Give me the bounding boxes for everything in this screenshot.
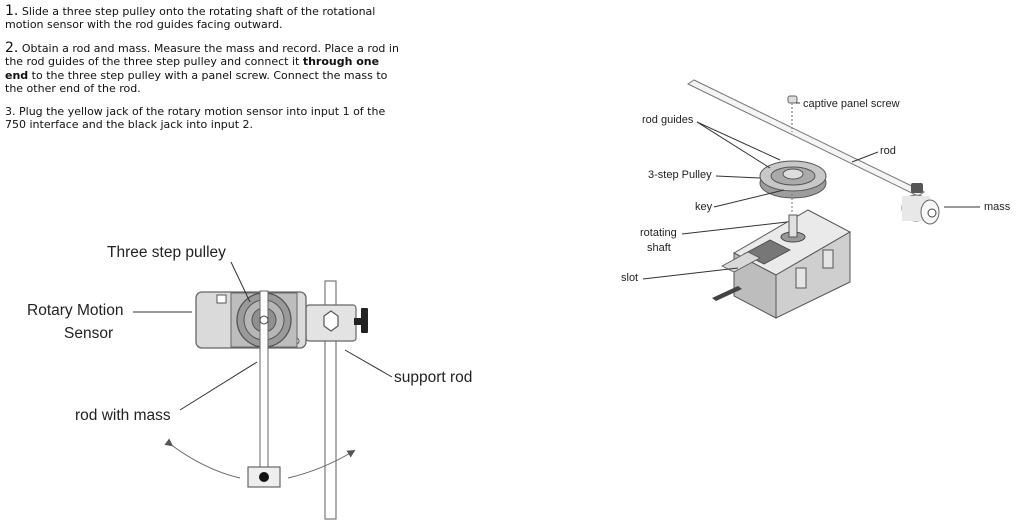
step-2-instruction: 2. Obtain a rod and mass. Measure the ma… xyxy=(5,40,405,96)
support-rod xyxy=(324,280,337,520)
rod-leader-line xyxy=(851,151,879,163)
support-rod-label: support rod xyxy=(394,369,473,386)
rotating-shaft xyxy=(788,214,798,238)
clamp-thumb-screw-shaft xyxy=(354,318,362,325)
sensor-box-front xyxy=(733,252,777,319)
key-label: key xyxy=(695,201,713,213)
rod-guides-leader-1 xyxy=(696,121,781,161)
step-2-text-after: to the three step pulley with a panel sc… xyxy=(5,68,388,96)
rod-mass-leader-line xyxy=(179,361,258,411)
three-step-pulley-label: Three step pulley xyxy=(107,244,226,261)
mass-thumb-screw xyxy=(911,183,923,193)
swing-arrow-left xyxy=(164,438,241,479)
sensor-port-2 xyxy=(822,249,834,269)
pulley-leader-line xyxy=(230,261,251,303)
mass-hole xyxy=(927,208,937,218)
step-1-text: Slide a three step pulley onto the rotat… xyxy=(5,5,376,32)
step-2-bold-text: through one end xyxy=(5,55,380,82)
support-rod-leader-line xyxy=(344,349,393,378)
step-1-instruction: 1. Slide a three step pulley onto the ro… xyxy=(5,3,395,32)
long-rod xyxy=(686,79,926,197)
pulley-hub xyxy=(259,315,269,325)
key-leader-line xyxy=(713,189,785,208)
step-2-number: 2. xyxy=(5,40,19,56)
mass-screw xyxy=(259,472,269,482)
captive-panel-screw-label: captive panel screw xyxy=(803,98,900,110)
clamp-thumb-screw-head xyxy=(361,308,368,333)
rotary-motion-sensor-label-line1: Rotary Motion xyxy=(27,302,124,319)
rotating-shaft-label-line1: rotating xyxy=(640,227,677,239)
slot-label: slot xyxy=(621,272,639,284)
rotary-motion-sensor-label-line2: Sensor xyxy=(64,325,114,342)
pulley-hub xyxy=(782,168,804,180)
sensor-plug-port xyxy=(216,294,227,304)
captive-screw-head xyxy=(787,95,798,104)
rod-label: rod xyxy=(880,145,896,157)
rod-guides-leader-2 xyxy=(696,121,771,169)
step-2-text-before: Obtain a rod and mass. Measure the mass … xyxy=(5,42,399,69)
sensor-port xyxy=(795,267,807,289)
sensor-slot-mount xyxy=(721,251,761,273)
mass-label: mass xyxy=(984,201,1011,213)
step-3-instruction: 3. Plug the yellow jack of the rotary mo… xyxy=(5,105,405,132)
rod-with-mass-label: rod with mass xyxy=(75,407,171,424)
shaft-leader-line xyxy=(681,221,788,235)
step-3-number: 3. xyxy=(5,105,16,118)
step-1-number: 1. xyxy=(5,3,19,19)
rotating-shaft-label-line2: shaft xyxy=(647,242,671,254)
exploded-view-diagram xyxy=(642,79,980,319)
pulley-leader-line xyxy=(715,175,761,179)
rod-guides-label: rod guides xyxy=(642,114,694,126)
clamp-hex-hole xyxy=(323,310,339,332)
slot-leader-line xyxy=(642,267,739,280)
three-step-pulley-label-right: 3-step Pulley xyxy=(648,169,712,181)
swing-arrow-right xyxy=(287,449,356,479)
sensor-cable xyxy=(712,286,742,301)
step-3-text: Plug the yellow jack of the rotary motio… xyxy=(5,105,386,132)
